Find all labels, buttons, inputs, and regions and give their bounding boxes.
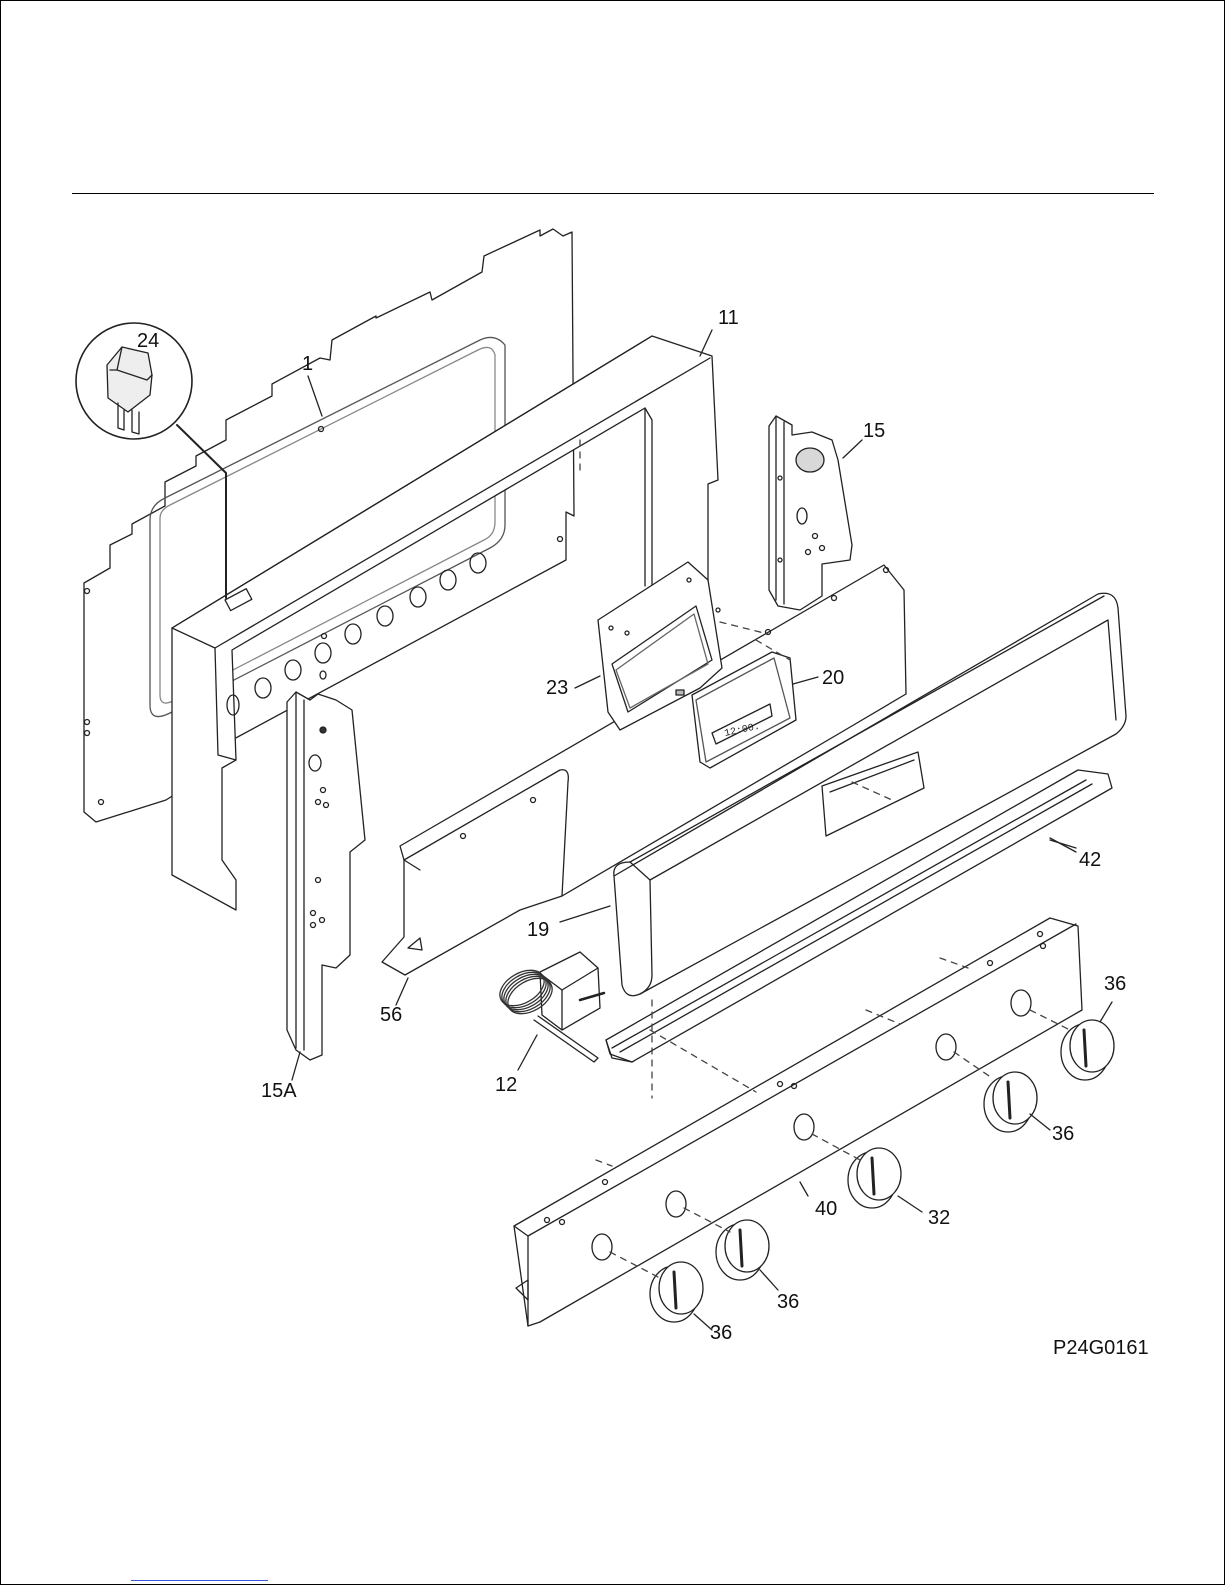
callout-32: 32 — [928, 1208, 950, 1228]
callout-36-right: 36 — [1052, 1124, 1074, 1144]
knob-36-d — [650, 1262, 712, 1330]
callout-42: 42 — [1079, 850, 1101, 870]
callout-11: 11 — [718, 308, 739, 328]
knob-36-b — [984, 1072, 1050, 1132]
thermostat-part-12 — [494, 952, 604, 1070]
callout-23: 23 — [546, 678, 568, 698]
callout-36-mid: 36 — [777, 1292, 799, 1312]
knob-36-c — [716, 1220, 778, 1290]
callout-15a: 15A — [261, 1081, 297, 1101]
callout-36-bottom: 36 — [710, 1323, 732, 1343]
callout-19: 19 — [527, 920, 549, 940]
callout-36-top: 36 — [1104, 974, 1126, 994]
side-bracket-part-15a — [287, 692, 365, 1080]
callout-1: 1 — [302, 354, 313, 374]
footer-link-underline[interactable] — [131, 1580, 268, 1581]
knob-32 — [848, 1148, 922, 1212]
callout-20: 20 — [822, 668, 844, 688]
callout-24: 24 — [137, 331, 159, 351]
callout-40: 40 — [815, 1199, 837, 1219]
callout-56: 56 — [380, 1005, 402, 1025]
diagram-code: P24G0161 — [1053, 1337, 1149, 1359]
side-bracket-part-15 — [769, 416, 862, 610]
callout-15: 15 — [863, 421, 885, 441]
callout-12: 12 — [495, 1075, 517, 1095]
